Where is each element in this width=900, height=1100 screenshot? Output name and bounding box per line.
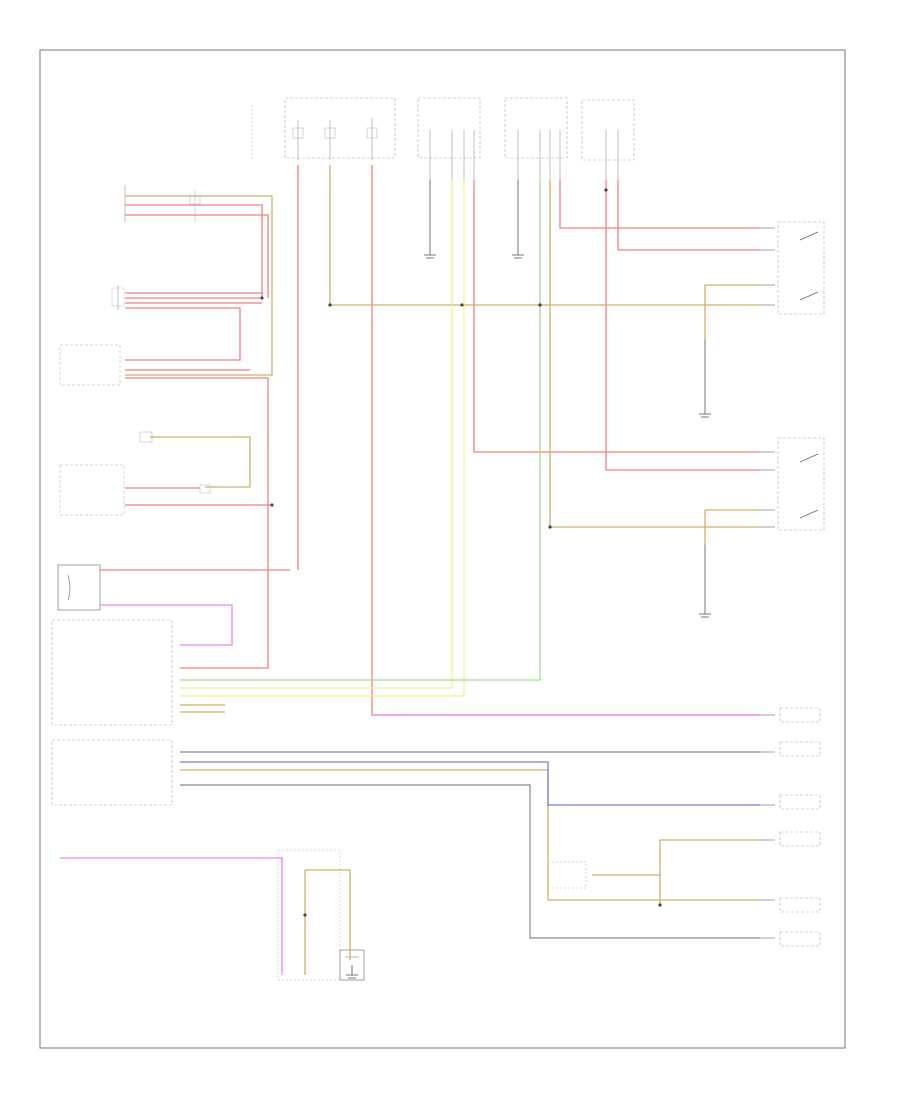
wires-pink	[60, 604, 760, 975]
instrument-cluster-module	[51, 619, 173, 726]
ground-symbol-left-headlamp	[512, 245, 524, 259]
top-fuse-block	[284, 97, 396, 160]
engine-compartment-fuse-relay-left	[124, 185, 201, 222]
diagram-frame	[39, 49, 846, 1049]
wires-gray	[180, 180, 760, 939]
wires-blue	[180, 761, 760, 806]
wires-red	[100, 165, 760, 716]
right-sensor-connectors	[779, 707, 821, 947]
left-fog-relay-block	[777, 221, 825, 315]
wires-yellow	[180, 180, 465, 697]
right-headlamp-connector	[417, 97, 481, 180]
multifunction-relay	[57, 564, 101, 611]
ac-pressure-sensor	[277, 849, 365, 981]
left-headlamp-connector	[504, 97, 568, 180]
right-pin-stubs	[760, 227, 775, 939]
ground-symbol-right-lower	[699, 605, 711, 618]
bonnet-lock-left-relay	[59, 344, 121, 386]
coolant-level-switch-box	[547, 861, 587, 889]
ground-symbol-right-upper	[699, 405, 711, 418]
right-fog-relay-block	[777, 437, 825, 531]
ground-symbol-right-headlamp	[424, 245, 436, 259]
engine-compartment-fuse-relay-right	[59, 431, 211, 516]
engine-control-module	[51, 739, 173, 806]
bonnet-lock-contact-switch	[111, 285, 125, 310]
splice-points	[260, 188, 662, 917]
wires-green	[180, 180, 541, 681]
right-fuse-header	[581, 99, 635, 180]
ground-symbol-bottom	[346, 965, 358, 979]
